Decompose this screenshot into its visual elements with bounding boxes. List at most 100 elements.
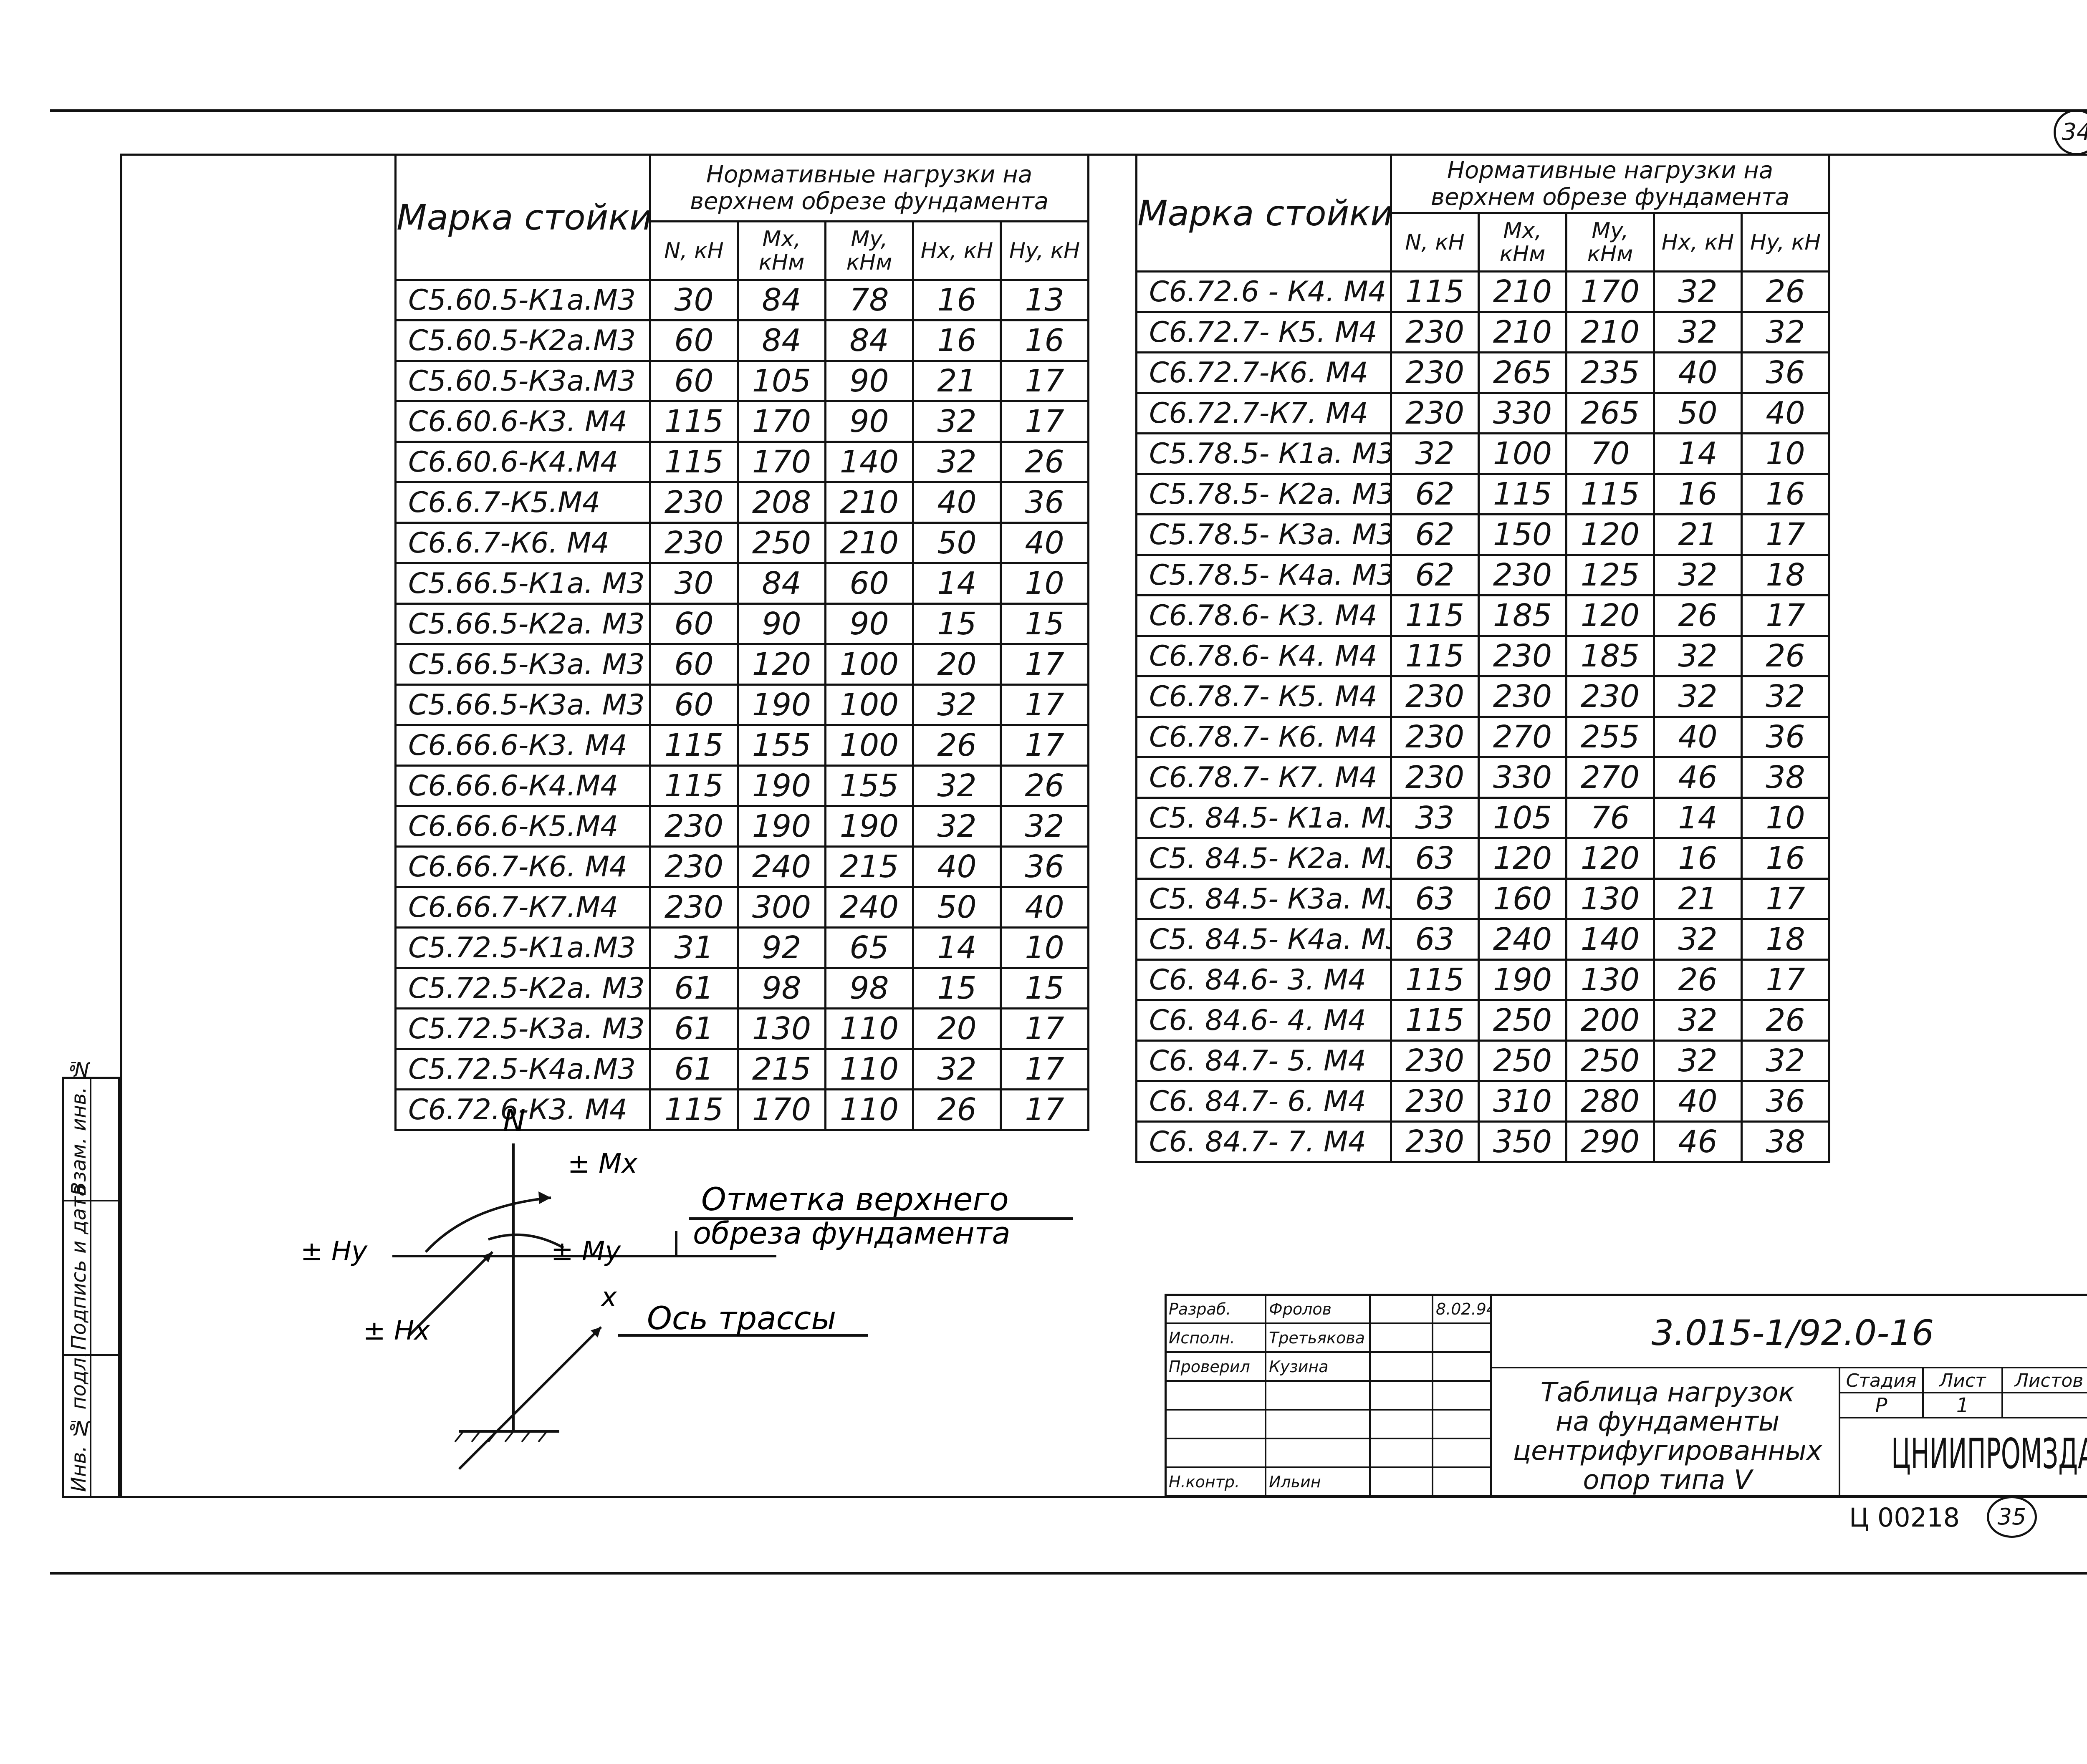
frame-bottom-line (50, 1572, 2087, 1575)
stamp-date (1432, 1322, 1492, 1353)
right-table-my-cell: 250 (1565, 1040, 1655, 1082)
left-table-mark-cell: С5.72.5-К4а.М3 (394, 1048, 651, 1090)
right-table-mx-cell: 185 (1478, 594, 1567, 637)
stamp-role-row: Н.контр.Ильин (1165, 1466, 1492, 1497)
right-col-hx: Hx, кН (1653, 212, 1743, 273)
right-table-n-cell: 230 (1390, 716, 1480, 758)
stamp-signature (1369, 1466, 1433, 1497)
right-table-mark-cell: С5. 84.5- К4а. М3 (1135, 918, 1392, 961)
left-table-my-cell: 98 (824, 967, 914, 1009)
right-table-my-cell: 255 (1565, 716, 1655, 758)
right-table-mark-cell: С6.78.7- К5. М4 (1135, 675, 1392, 718)
stage-header: Стадия (1846, 1370, 1917, 1391)
right-table-mx-cell: 230 (1478, 635, 1567, 677)
left-table-n-cell: 60 (649, 643, 739, 686)
left-table-hx-cell: 32 (912, 441, 1002, 483)
right-table-mx-cell: 115 (1478, 473, 1567, 515)
left-table-mx-cell: 84 (737, 319, 826, 362)
stamp-title-line-2: на фундаменты (1555, 1406, 1780, 1437)
left-table-mx-cell: 215 (737, 1048, 826, 1090)
left-col-hx: Hx, кН (912, 220, 1002, 281)
left-table-hx-cell: 15 (912, 967, 1002, 1009)
sheet-value: 1 (1956, 1394, 1969, 1417)
left-table-mark-cell: С6.6.7-К6. М4 (394, 522, 651, 564)
left-table-hx-cell: 21 (912, 360, 1002, 402)
left-table-n-cell: 115 (649, 441, 739, 483)
frame-top-line (50, 109, 2087, 112)
stamp-signature (1369, 1380, 1433, 1411)
left-table-mx-cell: 190 (737, 805, 826, 848)
left-table-hx-cell: 32 (912, 1048, 1002, 1090)
left-table-mark-cell: С6.60.6-К3. М4 (394, 400, 651, 443)
left-table-n-cell: 115 (649, 724, 739, 767)
right-table-mx-cell: 230 (1478, 675, 1567, 718)
right-table-hx-cell: 14 (1653, 432, 1743, 475)
right-table-n-cell: 115 (1390, 635, 1480, 677)
left-table-my-cell: 100 (824, 643, 914, 686)
left-table-hy-cell: 17 (999, 643, 1090, 686)
left-table-hy-cell: 17 (999, 400, 1090, 443)
stamp-role (1165, 1409, 1266, 1439)
stamp-signature (1369, 1438, 1433, 1468)
left-table-my-cell: 210 (824, 522, 914, 564)
stamp-date: 8.02.94 (1432, 1294, 1492, 1324)
right-table-mark-cell: С6.78.6- К3. М4 (1135, 594, 1392, 637)
right-table-n-cell: 115 (1390, 999, 1480, 1042)
right-table-hx-cell: 32 (1653, 311, 1743, 353)
hx-label: ± Hx (363, 1315, 430, 1346)
hx-arrow-line (408, 1251, 494, 1337)
right-table-n-cell: 33 (1390, 797, 1480, 839)
right-table-my-cell: 290 (1565, 1120, 1655, 1163)
stamp-name: Фролов (1265, 1294, 1371, 1324)
left-table-mx-cell: 170 (737, 1088, 826, 1131)
right-table-hy-cell: 36 (1740, 1080, 1831, 1123)
right-table-hx-cell: 32 (1653, 270, 1743, 313)
left-table-mx-cell: 240 (737, 845, 826, 888)
left-table-hy-cell: 17 (999, 1048, 1090, 1090)
left-table-mx-cell: 92 (737, 926, 826, 969)
stamp-role: Проверил (1165, 1351, 1266, 1382)
right-table-n-cell: 230 (1390, 675, 1480, 718)
left-table-mx-cell: 105 (737, 360, 826, 402)
left-table-hy-cell: 36 (999, 845, 1090, 888)
right-table-hx-cell: 32 (1653, 1040, 1743, 1082)
right-table-my-cell: 70 (1565, 432, 1655, 475)
right-col-hy: Hy, кН (1740, 212, 1831, 273)
right-table-hx-cell: 26 (1653, 959, 1743, 1001)
stamp-role: Н.контр. (1165, 1466, 1266, 1497)
right-table-hx-cell: 26 (1653, 594, 1743, 637)
left-table-hy-cell: 10 (999, 926, 1090, 969)
stamp-role (1165, 1380, 1266, 1411)
left-table-hy-cell: 17 (999, 360, 1090, 402)
left-col-mx: Mx, кНм (737, 220, 826, 281)
stamp-name (1265, 1380, 1371, 1411)
stamp-title-line-3: центрифугированных (1513, 1436, 1822, 1466)
axis-arrow-head (591, 1327, 601, 1338)
left-table-n-cell: 60 (649, 360, 739, 402)
right-table-mx-cell: 265 (1478, 351, 1567, 394)
left-table-n-cell: 115 (649, 1088, 739, 1131)
right-table-hy-cell: 17 (1740, 594, 1831, 637)
right-table-n-cell: 62 (1390, 513, 1480, 556)
left-table-hx-cell: 20 (912, 643, 1002, 686)
left-table-hy-cell: 17 (999, 724, 1090, 767)
right-table-my-cell: 210 (1565, 311, 1655, 353)
left-table-mx-cell: 130 (737, 1007, 826, 1050)
sheet-header: Лист (1939, 1370, 1986, 1391)
right-table-mx-cell: 105 (1478, 797, 1567, 839)
stamp-title-line-4: опор типа V (1583, 1465, 1752, 1496)
right-table-my-cell: 265 (1565, 392, 1655, 434)
right-table-n-cell: 230 (1390, 1040, 1480, 1082)
stamp-role-row (1165, 1438, 1492, 1468)
